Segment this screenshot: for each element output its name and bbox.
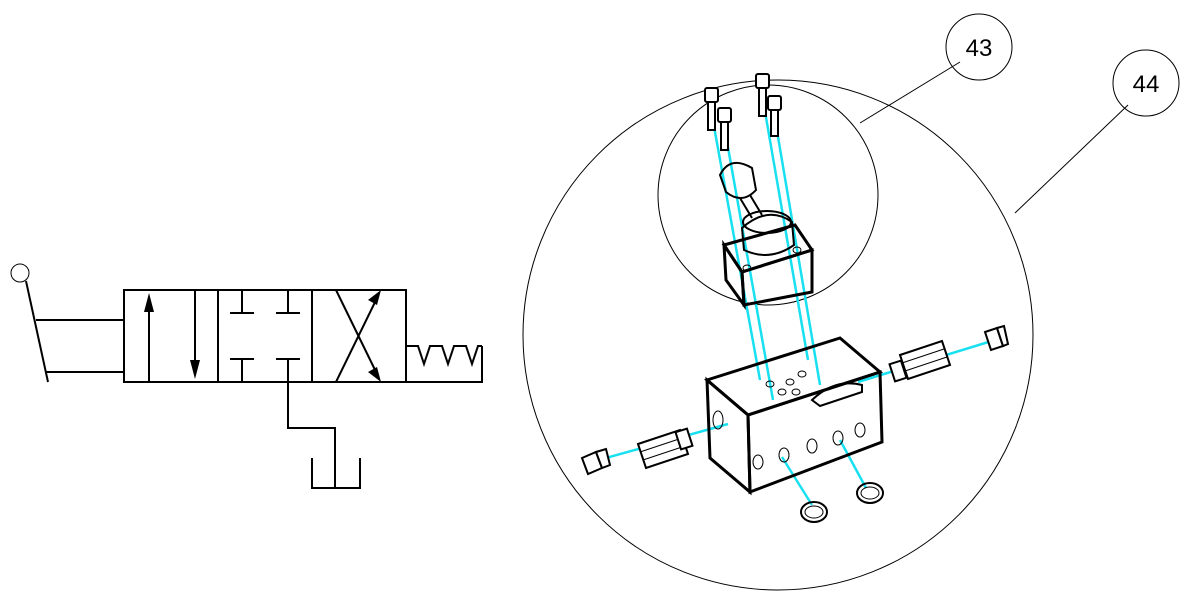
spring-return-icon [405, 345, 483, 383]
socket-head-screw [767, 95, 782, 137]
tank-line [287, 382, 336, 488]
detail-circle-43 [657, 84, 879, 306]
lever-actuator-icon [10, 263, 124, 383]
plug-cap-right [983, 324, 1010, 352]
callout-43: 43 [859, 13, 1013, 124]
callout-44: 44 [1014, 49, 1180, 214]
hex-fitting-left [636, 427, 694, 470]
valve-envelope-center [217, 289, 313, 383]
valve-body-with-lever [718, 161, 815, 311]
callout-43-label: 43 [966, 35, 993, 62]
callout-44-label: 44 [1133, 71, 1160, 98]
parallel-flow-arrows [144, 290, 200, 382]
valve-envelope-left [123, 289, 219, 383]
blocked-ports [230, 290, 300, 382]
socket-head-screw [704, 87, 719, 131]
plug-cap-left [580, 447, 612, 476]
port-holes [712, 370, 866, 470]
socket-head-screw [755, 73, 770, 117]
manifold-block [703, 336, 884, 496]
valve-envelope-right [311, 289, 407, 383]
o-ring [800, 501, 828, 523]
valve-schematic-symbol [10, 263, 483, 489]
o-ring [856, 482, 884, 504]
detail-circle-44 [522, 79, 1034, 591]
crossed-flow-arrows [335, 289, 381, 383]
hex-fitting-right [888, 339, 952, 383]
tank-icon [311, 458, 361, 489]
socket-head-screw [717, 107, 732, 151]
